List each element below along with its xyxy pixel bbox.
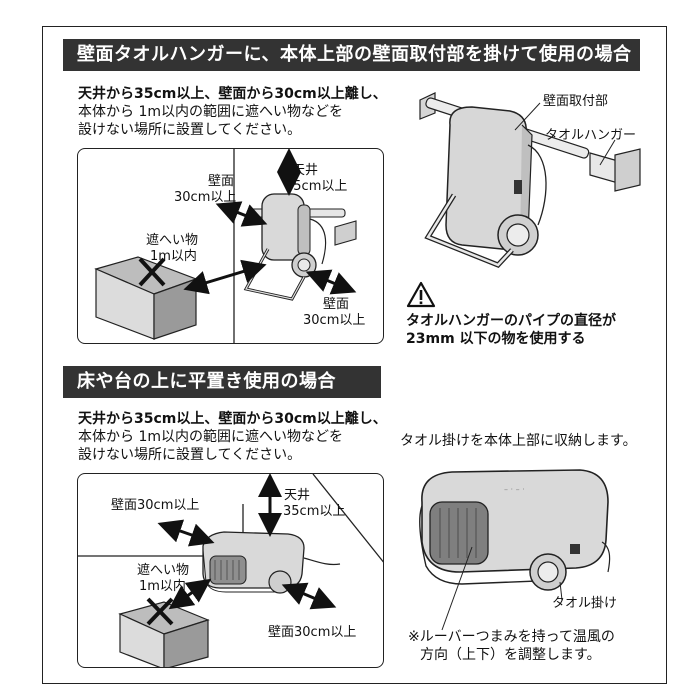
section1-instruction-line2: 本体から 1m以内の範囲に遮へい物などを	[78, 104, 343, 120]
s1-ceiling-label-1: 天井	[292, 163, 319, 178]
section1-title: 壁面タオルハンガーに、本体上部の壁面取付部を掛けて使用の場合	[63, 39, 640, 71]
obstacle-box-1	[94, 256, 198, 340]
louver-note-line2: 方向（上下）を調整します。	[420, 647, 601, 663]
section1-room-diagram	[77, 148, 384, 344]
hanger-label: タオルハンガー	[545, 128, 637, 143]
louver-note-line1: ※ルーバーつまみを持って温風の	[408, 629, 615, 645]
section2-instruction-line1: 天井から35cm以上、壁面から30cm以上離し、	[78, 411, 387, 427]
s1-wall-bottom-label-2: 30cm以上	[303, 313, 366, 328]
section2-room-diagram	[77, 473, 384, 668]
s2-wall-left-label: 壁面30cm以上	[111, 498, 200, 513]
s1-ceiling-label-2: 35cm以上	[285, 179, 348, 194]
section2-instruction-line2: 本体から 1m以内の範囲に遮へい物などを	[78, 429, 343, 445]
section1-instruction-line1: 天井から35cm以上、壁面から30cm以上離し、	[78, 86, 387, 102]
storage-note: タオル掛けを本体上部に収納します。	[400, 433, 637, 449]
svg-text:– · – ·: – · – ·	[504, 485, 525, 494]
heater-floor-illustration: – · – ·	[419, 469, 611, 631]
prohibited-x-icon-2	[146, 597, 174, 626]
page-frame	[42, 26, 667, 684]
heater-floor-small	[202, 531, 341, 594]
heater-wall-mounted-illustration	[419, 92, 641, 268]
s1-obstacle-label-2: 1m以内	[150, 249, 197, 264]
s1-obstacle-label-1: 遮へい物	[146, 233, 199, 248]
s1-wall-bottom-label-1: 壁面	[323, 297, 350, 312]
s2-wall-bottom-label: 壁面30cm以上	[268, 625, 357, 640]
section2-instruction-line3: 設けない場所に設置してください。	[78, 447, 302, 463]
warning-triangle-icon	[406, 281, 436, 308]
prohibited-x-icon	[138, 257, 166, 287]
warning-line2: 23mm 以下の物を使用する	[406, 331, 586, 347]
mount-label: 壁面取付部	[543, 94, 609, 109]
obstacle-box-2	[118, 601, 210, 667]
s2-obstacle-label-2: 1m以内	[139, 579, 186, 594]
s1-wall-left-label-1: 壁面	[208, 174, 235, 189]
s2-ceiling-label-1: 天井	[284, 488, 311, 503]
section2-room-drawing	[78, 474, 383, 667]
towel-holder-label: タオル掛け	[552, 596, 618, 611]
s2-ceiling-label-2: 35cm以上	[283, 504, 346, 519]
s2-obstacle-label-1: 遮へい物	[137, 563, 190, 578]
section1-room-drawing	[94, 149, 357, 343]
warning-line1: タオルハンガーのパイプの直径が	[406, 313, 616, 329]
section1-instruction-line3: 設けない場所に設置してください。	[78, 122, 302, 138]
section2-title: 床や台の上に平置き使用の場合	[63, 366, 381, 398]
s1-wall-left-label-2: 30cm以上	[174, 190, 237, 205]
